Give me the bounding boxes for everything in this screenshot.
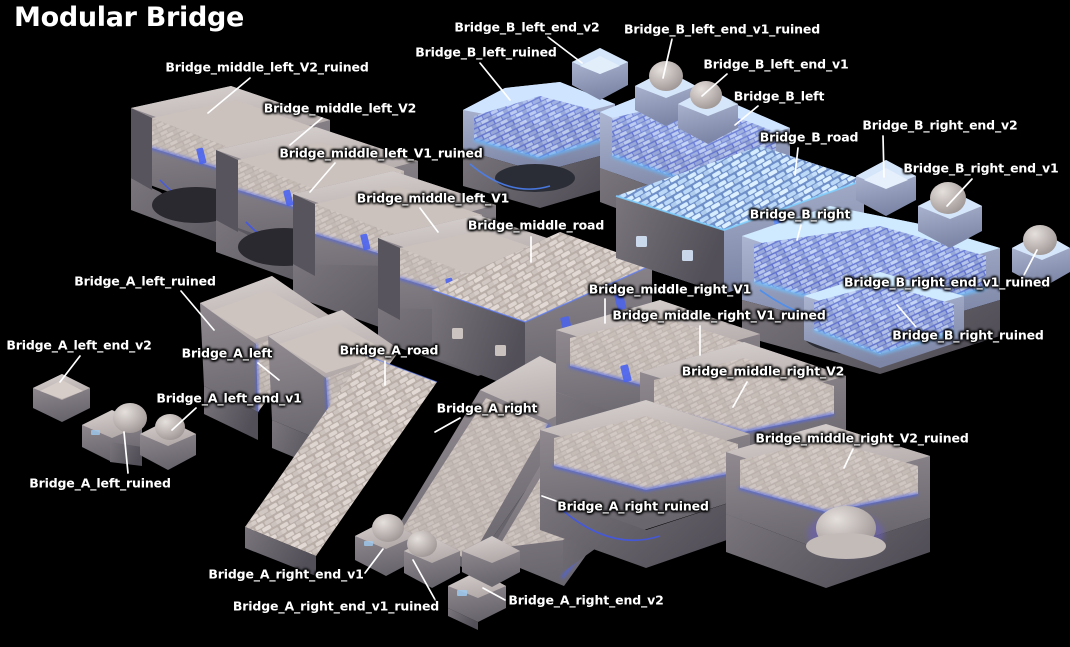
leader-line-bridge_B_road bbox=[794, 147, 799, 176]
leader-line-bridge_middle_right_V2_ruined bbox=[843, 448, 854, 469]
model-bridge-B-right-end-v2 bbox=[856, 160, 916, 216]
leader-line-bridge_middle_left_V2_ruined bbox=[207, 77, 251, 114]
model-bridge-B-right-ruined bbox=[804, 272, 964, 368]
callout-label-bridge_B_left_end_v2: Bridge_B_left_end_v2 bbox=[454, 19, 600, 35]
leader-line-bridge_B_right_end_v1 bbox=[946, 178, 973, 207]
callout-label-bridge_A_left_end_v1: Bridge_A_left_end_v1 bbox=[156, 390, 302, 406]
callout-label-bridge_B_left_ruined: Bridge_B_left_ruined bbox=[415, 44, 557, 60]
model-bridge-A-right-end-v1-ruined bbox=[404, 531, 460, 588]
leader-line-bridge_A_left_end_v1 bbox=[171, 407, 197, 431]
callout-label-bridge_B_right_end_v1_ruined: Bridge_B_right_end_v1_ruined bbox=[843, 274, 1051, 290]
leader-lines bbox=[59, 36, 1038, 606]
callout-label-bridge_middle_right_V2_ruined: Bridge_middle_right_V2_ruined bbox=[755, 430, 969, 446]
leader-line-bridge_A_right_end_v1_ruined bbox=[412, 559, 439, 606]
callout-label-bridge_A_right_end_v1_ruined: Bridge_A_right_end_v1_ruined bbox=[232, 598, 440, 614]
callout-label-bridge_A_left_ruined: Bridge_A_left_ruined bbox=[74, 273, 216, 289]
callout-label-bridge_B_left: Bridge_B_left bbox=[733, 88, 825, 104]
model-bridge-A-right-end-v1 bbox=[355, 514, 416, 576]
leader-line-bridge_B_right_end_v1_ruined bbox=[1023, 249, 1038, 276]
model-bridge-B-right-end-v1 bbox=[918, 182, 982, 248]
callout-label-bridge_B_right_end_v1: Bridge_B_right_end_v1 bbox=[903, 160, 1059, 176]
callout-label-bridge_B_left_end_v1_ruined: Bridge_B_left_end_v1_ruined bbox=[623, 21, 821, 37]
leader-line-bridge_A_left_ruined_b bbox=[123, 431, 129, 474]
leader-line-bridge_A_right_end_v1 bbox=[364, 548, 384, 574]
model-bridge-A-road bbox=[245, 354, 438, 576]
leader-line-bridge_middle_right_V2 bbox=[732, 381, 748, 408]
leader-line-bridge_B_left_ruined bbox=[479, 62, 511, 101]
callout-label-bridge_middle_right_V2: Bridge_middle_right_V2 bbox=[681, 363, 845, 379]
model-bridge-middle-right-V2-ruined bbox=[726, 424, 930, 588]
callout-label-bridge_A_right_ruined: Bridge_A_right_ruined bbox=[557, 498, 709, 514]
model-bridge-A-left-ruined-block bbox=[82, 403, 147, 466]
model-bridge-A-left-end-v1 bbox=[140, 414, 196, 470]
callout-label-bridge_A_left_end_v2: Bridge_A_left_end_v2 bbox=[6, 337, 152, 353]
callout-label-bridge_A_right: Bridge_A_right bbox=[436, 400, 538, 416]
callout-label-bridge_middle_right_V1: Bridge_middle_right_V1 bbox=[588, 281, 752, 297]
callout-label-bridge_B_right_ruined: Bridge_B_right_ruined bbox=[892, 327, 1044, 343]
leader-line-bridge_A_left_ruined bbox=[180, 290, 215, 331]
callout-label-bridge_B_right: Bridge_B_right bbox=[749, 206, 851, 222]
model-bridge-B-right-end-v1-ruined bbox=[1012, 225, 1070, 288]
callout-label-bridge_A_left_ruined_b: Bridge_A_left_ruined bbox=[29, 475, 171, 491]
leader-line-bridge_B_right bbox=[796, 224, 802, 241]
callout-label-bridge_A_left: Bridge_A_left bbox=[181, 345, 273, 361]
callout-label-bridge_middle_right_V1_ruined: Bridge_middle_right_V1_ruined bbox=[612, 307, 826, 323]
callout-label-bridge_A_road: Bridge_A_road bbox=[339, 342, 439, 358]
page-title: Modular Bridge bbox=[14, 2, 245, 33]
model-bridge-A-left-end-v2 bbox=[33, 374, 90, 422]
leader-line-bridge_middle_left_V1 bbox=[419, 207, 439, 233]
callout-label-bridge_middle_left_V1: Bridge_middle_left_V1 bbox=[356, 190, 510, 206]
callout-label-bridge_middle_left_V2_ruined: Bridge_middle_left_V2_ruined bbox=[165, 59, 369, 75]
leader-line-bridge_B_left_end_v1_ruined bbox=[662, 38, 673, 79]
leader-line-bridge_B_left_end_v2 bbox=[547, 36, 583, 64]
callout-label-bridge_middle_left_V2: Bridge_middle_left_V2 bbox=[263, 100, 417, 116]
leader-line-bridge_middle_left_V2 bbox=[289, 117, 323, 146]
leader-line-bridge_B_right_ruined bbox=[896, 304, 917, 328]
leader-line-bridge_A_right_end_v2 bbox=[482, 587, 506, 601]
leader-line-bridge_middle_left_V1_ruined bbox=[309, 162, 336, 193]
model-bridge-B-left-ruined bbox=[463, 82, 615, 208]
leader-line-bridge_A_right_ruined bbox=[541, 495, 571, 507]
leader-line-bridge_B_right_end_v2 bbox=[882, 135, 885, 178]
callout-label-bridge_B_right_end_v2: Bridge_B_right_end_v2 bbox=[862, 117, 1018, 133]
model-bridge-middle-right-V2 bbox=[540, 400, 750, 568]
callout-label-bridge_middle_left_V1_ruined: Bridge_middle_left_V1_ruined bbox=[279, 145, 483, 161]
callout-label-bridge_B_road: Bridge_B_road bbox=[759, 129, 859, 145]
callout-label-bridge_A_right_end_v1: Bridge_A_right_end_v1 bbox=[208, 566, 364, 582]
leader-line-bridge_A_right bbox=[434, 417, 461, 433]
leader-line-bridge_B_left bbox=[734, 105, 759, 126]
model-bridge-B-left-end-v1 bbox=[678, 81, 738, 144]
model-bridge-B-left-end-v2 bbox=[572, 48, 628, 100]
callout-label-bridge_A_right_end_v2: Bridge_A_right_end_v2 bbox=[508, 592, 664, 608]
model-bridge-A-right-corner-blocks bbox=[462, 536, 520, 587]
leader-line-bridge_A_left bbox=[257, 362, 280, 381]
callout-label-bridge_B_left_end_v1: Bridge_B_left_end_v1 bbox=[703, 56, 849, 72]
leader-line-bridge_A_left_end_v2 bbox=[59, 355, 81, 383]
callout-label-bridge_middle_road: Bridge_middle_road bbox=[467, 217, 605, 233]
leader-line-bridge_B_left_end_v1 bbox=[701, 73, 728, 97]
